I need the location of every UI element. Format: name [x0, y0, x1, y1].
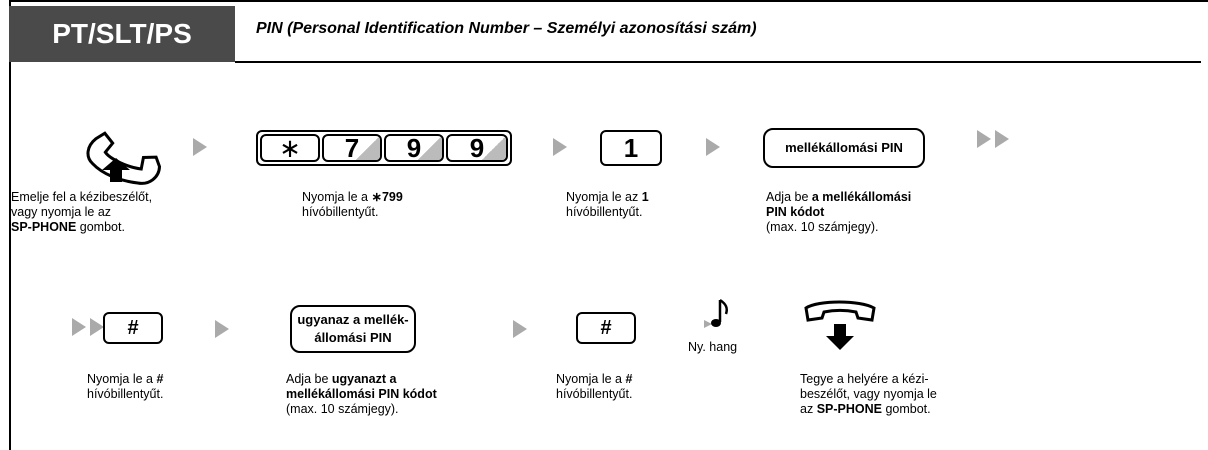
arrow-right-icon: [193, 138, 207, 156]
r2-sp-phone-bold: SP-PHONE: [816, 402, 882, 416]
double-arrow-icon: [72, 318, 108, 341]
handset-offhook-icon: [86, 131, 162, 185]
hash-key[interactable]: #: [103, 312, 163, 344]
sp-phone-bold: SP-PHONE: [11, 220, 77, 234]
r2-step1-line1: Nyomja le a #: [87, 372, 163, 387]
same-pin-key[interactable]: ugyanaz a mellék- állomási PIN: [290, 305, 416, 353]
double-arrow-icon: [977, 130, 1013, 153]
key-9a[interactable]: 9: [384, 132, 444, 163]
r2-step2-desc: Adja be ugyanazt a mellékállomási PIN kó…: [286, 372, 437, 417]
key-1-label: 1: [623, 132, 639, 163]
step1-line3: SP-PHONE gombot.: [11, 220, 152, 235]
r2-step3-pre: Nyomja le a: [556, 372, 626, 386]
r2-step1-desc: Nyomja le a # hívóbillentyűt.: [87, 372, 163, 402]
key-9b[interactable]: 9: [446, 132, 508, 163]
step4-line3: (max. 10 számjegy).: [766, 220, 879, 234]
arrow-right-icon: [513, 320, 527, 338]
header-title: PIN (Personal Identification Number – Sz…: [256, 20, 757, 37]
step4-desc: Adja be a mellékállomási PIN kódot (max.…: [766, 190, 911, 235]
step3-line1: Nyomja le az 1: [566, 190, 649, 205]
step2-desc: Nyomja le a ∗799 hívóbillentyűt.: [302, 190, 403, 220]
star-key[interactable]: ∗: [260, 132, 320, 163]
r2-step4-line1: Tegye a helyére a kézi-: [800, 372, 929, 386]
step2-pre: Nyomja le a: [302, 190, 372, 204]
same-pin-text: ugyanaz a mellék- állomási PIN: [297, 311, 408, 347]
step2-bold: ∗799: [371, 190, 403, 204]
step3-line2: hívóbillentyűt.: [566, 205, 643, 219]
r2-step3-line2: hívóbillentyűt.: [556, 387, 633, 401]
r2-step3-line1: Nyomja le a #: [556, 372, 632, 387]
step3-bold: 1: [641, 190, 649, 204]
handset-onhook-icon: [804, 300, 876, 350]
arrow-right-icon: [215, 320, 229, 338]
step4-pre: Adja be: [766, 190, 812, 204]
r2-step3-bold: #: [625, 372, 633, 386]
star-key-label: ∗: [279, 132, 301, 163]
key-shade: [356, 136, 380, 160]
r2-step2-line2: mellékállomási PIN kódot: [286, 387, 437, 402]
r2-step2-pre: Adja be: [286, 372, 332, 386]
step3-desc: Nyomja le az 1 hívóbillentyűt.: [566, 190, 649, 220]
key-shade: [482, 136, 506, 160]
r2-step2-line1: Adja be ugyanazt a: [286, 372, 437, 387]
same-pin-line2: állomási PIN: [314, 330, 392, 345]
hash-key-label: #: [127, 316, 139, 339]
step1-desc: Emelje fel a kézibeszélőt, vagy nyomja l…: [11, 190, 152, 235]
step3-pre: Nyomja le az: [566, 190, 642, 204]
top-border: [9, 0, 1208, 2]
same-pin-line1: ugyanaz a mellék-: [297, 312, 409, 327]
r2-step1-bold: #: [156, 372, 164, 386]
r2-step2-line3: (max. 10 számjegy).: [286, 402, 399, 416]
arrow-right-icon: [706, 138, 720, 156]
step1-rest: gombot.: [76, 220, 125, 234]
r2-step4-desc: Tegye a helyére a kézi- beszélőt, vagy n…: [800, 372, 937, 417]
step4-line1: Adja be a mellékállomási: [766, 190, 911, 205]
key-shade: [418, 136, 442, 160]
pin-key[interactable]: mellékállomási PIN: [763, 128, 925, 168]
r2-step2-bold2: mellékállomási PIN kódot: [286, 387, 437, 401]
key-9a-label: 9: [406, 132, 422, 163]
hash-key-2[interactable]: #: [576, 312, 636, 344]
key-1[interactable]: 1: [600, 130, 662, 166]
r2-step4-line2: beszélőt, vagy nyomja le: [800, 387, 937, 401]
tone-label: Ny. hang: [688, 340, 738, 354]
r2-step1-line2: hívóbillentyűt.: [87, 387, 164, 401]
r2-step2-bold: ugyanazt a: [331, 372, 397, 386]
step4-bold2: PIN kódot: [766, 205, 825, 219]
hash-key-2-label: #: [600, 316, 612, 339]
step4-line2: PIN kódot: [766, 205, 911, 220]
step1-line1: Emelje fel a kézibeszélőt,: [11, 190, 153, 204]
music-note-icon: [704, 298, 728, 328]
pin-key-label: mellékállomási PIN: [785, 140, 903, 155]
arrow-right-icon: [553, 138, 567, 156]
header-rule: [235, 61, 1201, 63]
r2-step4-pre: az: [800, 402, 817, 416]
r2-step1-pre: Nyomja le a: [87, 372, 157, 386]
r2-step4-rest: gombot.: [881, 402, 931, 416]
r2-step4-line3: az SP-PHONE gombot.: [800, 402, 937, 417]
step1-line2: vagy nyomja le az: [11, 205, 112, 219]
key-9b-label: 9: [469, 132, 485, 163]
key-sequence-group: [256, 130, 512, 166]
step2-line2: hívóbillentyűt.: [302, 205, 379, 219]
key-7-label: 7: [344, 132, 360, 163]
left-border: [9, 0, 11, 450]
step4-bold: a mellékállomási: [811, 190, 912, 204]
header-badge: PT/SLT/PS: [9, 6, 235, 62]
r2-step3-desc: Nyomja le a # hívóbillentyűt.: [556, 372, 632, 402]
step2-line1: Nyomja le a ∗799: [302, 190, 403, 205]
key-7[interactable]: 7: [322, 132, 382, 163]
